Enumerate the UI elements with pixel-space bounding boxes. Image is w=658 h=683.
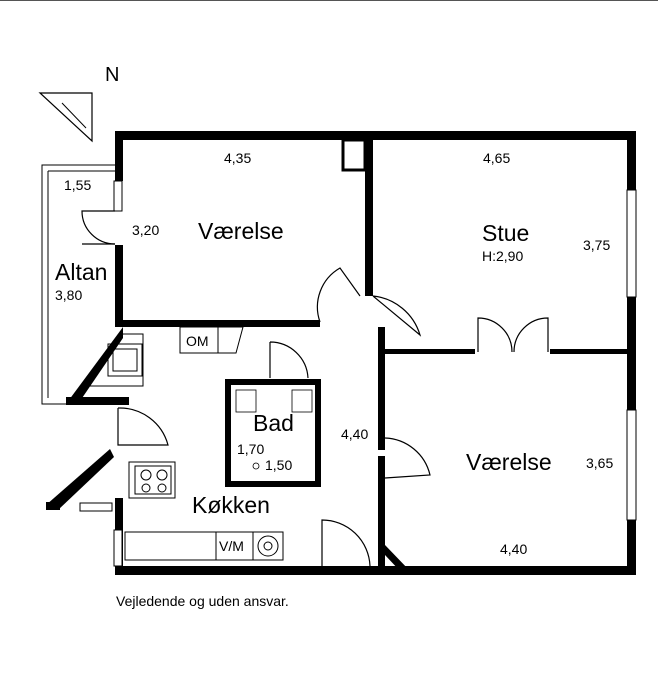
kitchen-fixtures: [85, 326, 284, 561]
room-label-vaerelse-2: Værelse: [466, 449, 552, 475]
dim-altan-depth: 3,80: [55, 287, 82, 303]
room-label-koekken: Køkken: [192, 492, 270, 518]
dim-vaerelse-2-depth: 3,65: [586, 455, 613, 471]
top-border-line: [0, 0, 658, 1]
dim-koekken-depth: 4,40: [341, 426, 368, 442]
stue-ceiling-height: H:2,90: [482, 248, 523, 264]
outer-walls: [46, 131, 636, 575]
dim-stue-width: 4,65: [483, 150, 510, 166]
dim-vaerelse-1-width: 4,35: [224, 150, 251, 166]
dim-bad-depth: 1,50: [265, 457, 292, 473]
fixture-vm-label: V/M: [219, 538, 244, 554]
room-label-altan: Altan: [55, 259, 107, 285]
dim-stue-depth: 3,75: [583, 237, 610, 253]
interior-walls: [123, 131, 630, 571]
bathroom: [225, 379, 321, 487]
room-label-bad: Bad: [253, 410, 294, 436]
disclaimer-text: Vejledende og uden ansvar.: [116, 593, 289, 609]
balcony-outline: [41, 164, 115, 405]
dim-vaerelse-2-width: 4,40: [500, 541, 527, 557]
room-label-stue: Stue: [482, 220, 529, 246]
room-label-vaerelse-1: Værelse: [198, 218, 284, 244]
shaft: [341, 138, 367, 172]
north-arrow-icon: [38, 92, 93, 143]
fixture-om-label: OM: [186, 333, 209, 349]
windows: [79, 180, 637, 567]
north-label: N: [105, 64, 119, 86]
doors: [81, 210, 549, 567]
dim-bad-width: 1,70: [237, 441, 264, 457]
dim-altan-width: 1,55: [64, 177, 91, 193]
dim-vaerelse-1-depth: 3,20: [132, 222, 159, 238]
